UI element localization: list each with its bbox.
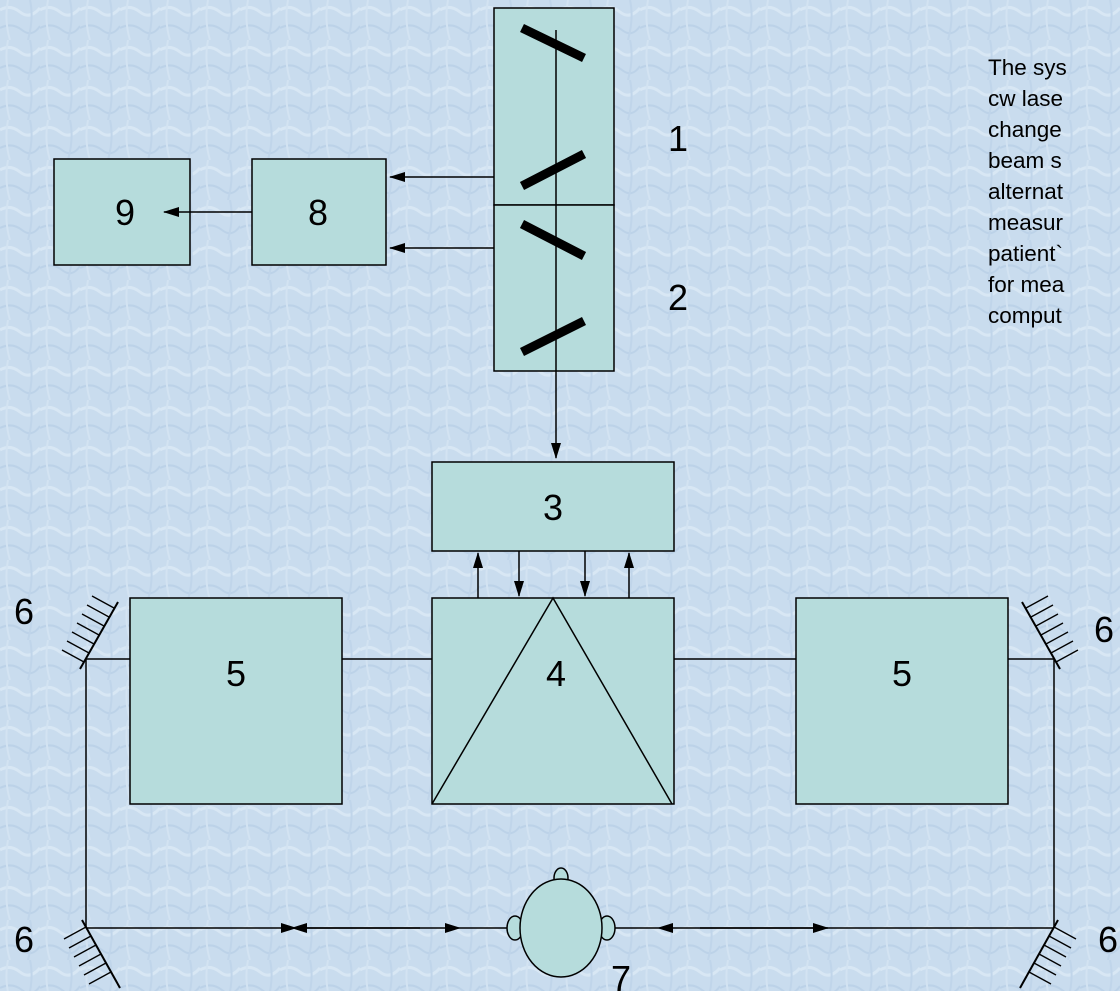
mirror-bar: [519, 150, 587, 190]
block-5-left: 5: [129, 597, 343, 805]
block-5-left-label: 5: [226, 653, 246, 694]
mirror-column-1: [493, 7, 615, 206]
mirror-6-bottom-right: [1019, 919, 1077, 989]
block-8-label: 8: [308, 192, 328, 233]
prism-triangle: [431, 596, 673, 805]
mirror-6-top-right: [1021, 595, 1079, 670]
label-6-top-right: 6: [1094, 609, 1114, 650]
mirror-6-bottom-left: [63, 919, 121, 989]
label-2: 2: [668, 277, 688, 318]
description-line: beam s: [988, 148, 1062, 173]
mirror-6-top-left: [61, 595, 119, 670]
description-line: change: [988, 117, 1062, 142]
patient-head: [506, 867, 616, 978]
label-1: 1: [668, 118, 688, 159]
block-8: 8: [251, 158, 387, 266]
label-7: 7: [611, 958, 631, 991]
description-line: alternat: [988, 179, 1064, 204]
block-3-label: 3: [543, 487, 563, 528]
block-5-right-label: 5: [892, 653, 912, 694]
label-6-bottom-left: 6: [14, 919, 34, 960]
block-4-label: 4: [546, 653, 566, 694]
label-6-top-left: 6: [14, 591, 34, 632]
description-line: cw lase: [988, 86, 1064, 111]
mirror-column-2: [493, 204, 615, 372]
block-4: 4: [431, 596, 675, 805]
description-line: for mea: [988, 272, 1065, 297]
description-line: comput: [988, 303, 1062, 328]
description-line: The sys: [988, 55, 1067, 80]
mirror-bar: [519, 316, 587, 357]
block-9-label: 9: [115, 192, 135, 233]
description-line: patient`: [988, 241, 1064, 266]
label-6-bottom-right: 6: [1098, 919, 1118, 960]
block-5-right: 5: [795, 597, 1009, 805]
description-line: measur: [988, 210, 1064, 235]
block-3: 3: [431, 461, 675, 552]
mirror-bar: [519, 220, 587, 260]
mirror-bar: [520, 23, 586, 63]
description-text: The sys cw lase change beam s alternat m…: [988, 52, 1120, 331]
